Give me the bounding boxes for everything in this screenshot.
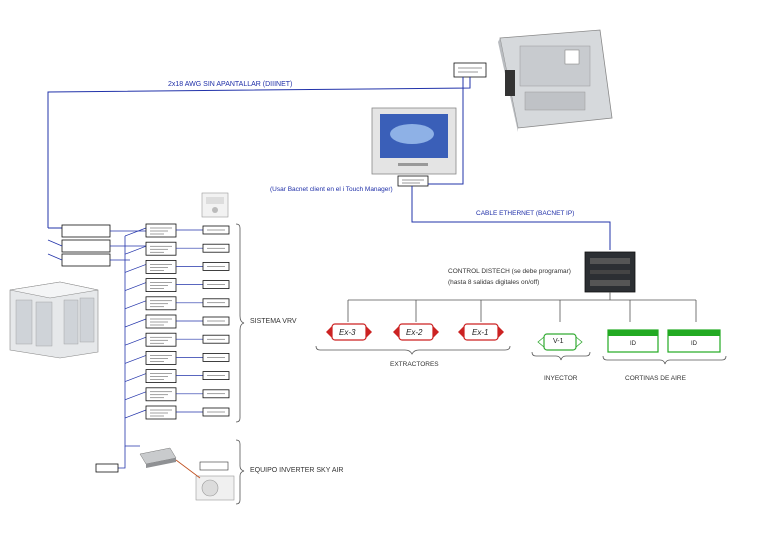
vrv-indoor-unit-row (124, 405, 230, 420)
touch-manager-screen (371, 107, 457, 175)
refnet-branch-boxes (47, 224, 146, 267)
remote-controller (201, 192, 229, 218)
bacnet-client-note: (Usar Bacnet client en el i Touch Manage… (270, 186, 393, 193)
vrv-indoor-unit-row (124, 387, 230, 402)
controller-interface-box (453, 62, 487, 78)
vrv-indoor-unit-row (124, 296, 230, 311)
vrv-indoor-unit-row (124, 369, 230, 384)
sky-air-indoor-unit (139, 447, 177, 468)
diiinet-wiring (47, 77, 471, 229)
vrv-outdoor-unit (9, 281, 99, 359)
inyector-label: INYECTOR (544, 375, 578, 382)
curtain-tag-2: ID (691, 341, 697, 347)
diiinet-cable-label: 2x18 AWG SIN APANTALLAR (DIIINET) (168, 81, 293, 88)
extractor-unit-1 (326, 323, 372, 341)
injector-tag: V-1 (553, 338, 564, 345)
ethernet-cable-label: CABLE ETHERNET (BACNET IP) (476, 210, 575, 217)
sistema-vrv-label: SISTEMA VRV (250, 318, 297, 325)
air-curtain-unit-1 (607, 329, 659, 353)
sky-air-wiring (118, 425, 140, 469)
air-curtain-unit-2 (667, 329, 721, 353)
vrv-indoor-unit-row (124, 350, 230, 365)
sistema-vrv-bracket (235, 223, 245, 423)
vrv-indoor-unit-row (124, 278, 230, 293)
extractor-tag-1: Ex-3 (339, 328, 356, 337)
vrv-indoor-unit-row (124, 332, 230, 347)
sky-air-remote-box (95, 461, 229, 473)
cortinas-label: CORTINAS DE AIRE (625, 375, 686, 382)
extractor-unit-3 (458, 323, 504, 341)
sky-air-label: EQUIPO INVERTER SKY AIR (250, 467, 344, 474)
distech-control-subtitle: (hasta 8 salidas digitales on/off) (448, 279, 540, 286)
curtain-tag-1: ID (630, 341, 636, 347)
distech-output-wiring (347, 292, 697, 322)
vrv-indoor-units (124, 223, 230, 425)
distech-control-title: CONTROL DISTECH (se debe programar) (448, 268, 571, 275)
vrv-indoor-unit-row (124, 314, 230, 329)
vrv-indoor-unit-row (124, 259, 230, 274)
injector-unit (537, 333, 583, 351)
ethernet-wiring (411, 186, 611, 250)
sky-air-bracket (235, 439, 245, 505)
extractor-tag-3: Ex-1 (472, 328, 489, 337)
vrv-indoor-unit-row (124, 223, 230, 238)
daikin-controller-unit (498, 29, 613, 132)
extractor-unit-2 (393, 323, 439, 341)
distech-controller (584, 251, 636, 293)
extractores-label: EXTRACTORES (390, 361, 439, 368)
extractor-tag-2: Ex-2 (406, 328, 423, 337)
group-brackets (315, 345, 727, 365)
touch-manager-adapter-box (397, 175, 429, 187)
sky-air-outdoor-unit (175, 459, 235, 501)
vrv-indoor-unit-row (124, 241, 230, 256)
